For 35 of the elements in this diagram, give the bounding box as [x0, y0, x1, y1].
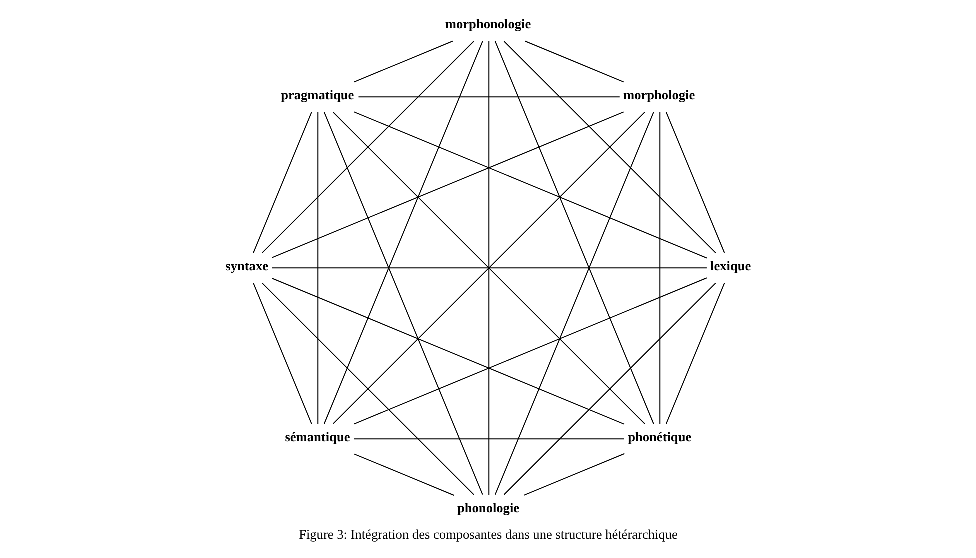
connector: [488, 40, 490, 496]
connector: [358, 96, 620, 98]
connector: [494, 112, 654, 496]
connector: [503, 282, 716, 496]
connector: [353, 278, 707, 425]
node-text: pragmatique: [280, 88, 354, 103]
node-text: phonétique: [628, 430, 692, 445]
connector: [353, 40, 453, 83]
connector: [261, 282, 474, 496]
connector: [252, 282, 312, 424]
connector: [271, 112, 624, 258]
connector: [353, 438, 624, 440]
connector: [272, 278, 625, 425]
node-text: sémantique: [284, 430, 350, 445]
connector: [494, 40, 654, 424]
connector: [261, 40, 474, 254]
connector: [317, 112, 318, 425]
node-text: syntaxe: [225, 258, 268, 274]
connector: [271, 268, 707, 269]
connector: [524, 40, 624, 83]
node-text: lexique: [710, 258, 751, 274]
connector: [252, 112, 312, 254]
connector: [659, 112, 660, 425]
caption: Figure 3: Intégration des composantes dans une structure hétérarchique: [298, 526, 678, 542]
node-text: morphonologie: [444, 16, 531, 32]
connector: [665, 282, 725, 424]
connector: [353, 112, 707, 259]
node-text: morphologie: [623, 88, 695, 103]
connector: [323, 40, 483, 424]
connector: [523, 453, 625, 496]
connector: [354, 454, 454, 496]
connector: [323, 112, 483, 496]
connector: [503, 40, 716, 254]
node-text: phonologie: [456, 500, 520, 516]
connector: [665, 112, 725, 254]
